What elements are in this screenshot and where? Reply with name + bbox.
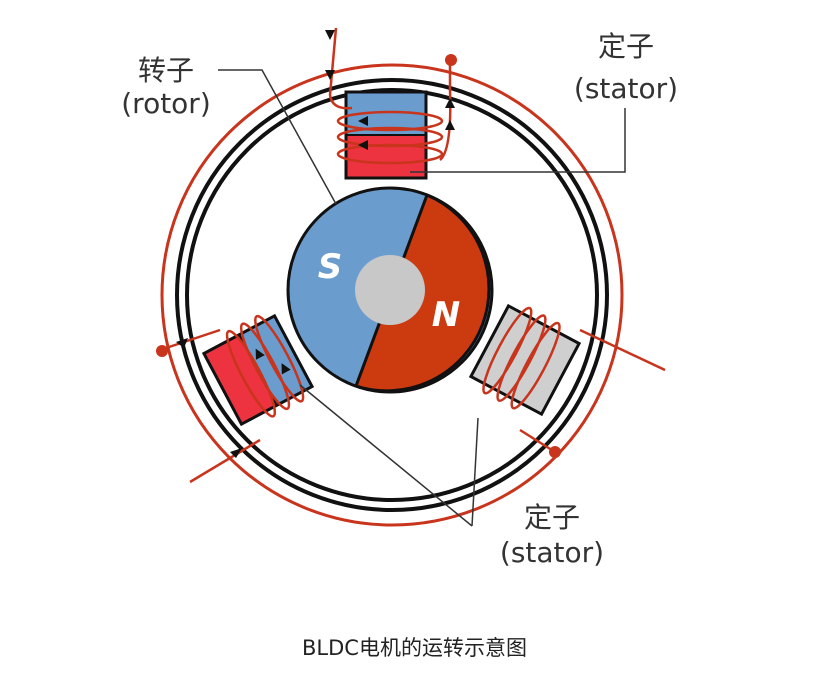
current-arrow-icon [358,140,368,150]
wire-junction-dot [156,345,168,357]
stator-bottom-leader-line [299,384,479,527]
stator-right-lead [519,428,556,454]
rotor-label-en: (rotor) [121,87,211,120]
stator-bottom-label-en: (stator) [500,536,604,569]
current-arrow-icon [230,448,242,458]
stator-right-lead [579,328,666,372]
current-arrow-icon [358,116,368,126]
stator-top-label-cn: 定子 [598,30,654,63]
current-arrow-icon [325,70,335,80]
stator-top-leader-line [410,108,626,173]
stator-top-coil [328,27,452,165]
housing-inner-ring [185,88,599,502]
rotor-label-cn: 转子 [138,54,194,87]
outer-wire-loop [160,63,624,527]
current-arrow-icon [255,348,265,360]
stator-right [468,303,582,417]
rotor-hub [355,255,425,325]
current-arrow-icon [281,363,291,375]
housing-outer-ring [175,78,609,512]
stator-left-coil [225,314,305,418]
wire-junction-dot [549,446,561,458]
pole-label-s: S [318,247,343,287]
stator-top [325,27,457,180]
rotor-leader-line [218,69,337,205]
stator-left [201,313,315,427]
current-arrow-icon [325,30,335,40]
stator-bottom-label-cn: 定子 [524,501,580,534]
pole-label-n: N [432,295,460,335]
current-arrow-icon [445,98,455,108]
stator-top-label-en: (stator) [574,72,678,105]
stator-right-coil [482,306,561,410]
wire-junction-dot [445,54,457,66]
rotor: S N [286,186,494,394]
current-arrow-icon [445,120,455,130]
stator-left-lead [159,328,221,352]
stator-left-lead [189,438,261,484]
current-arrow-icon [176,338,188,348]
figure-caption: BLDC电机的运转示意图 [302,636,527,660]
